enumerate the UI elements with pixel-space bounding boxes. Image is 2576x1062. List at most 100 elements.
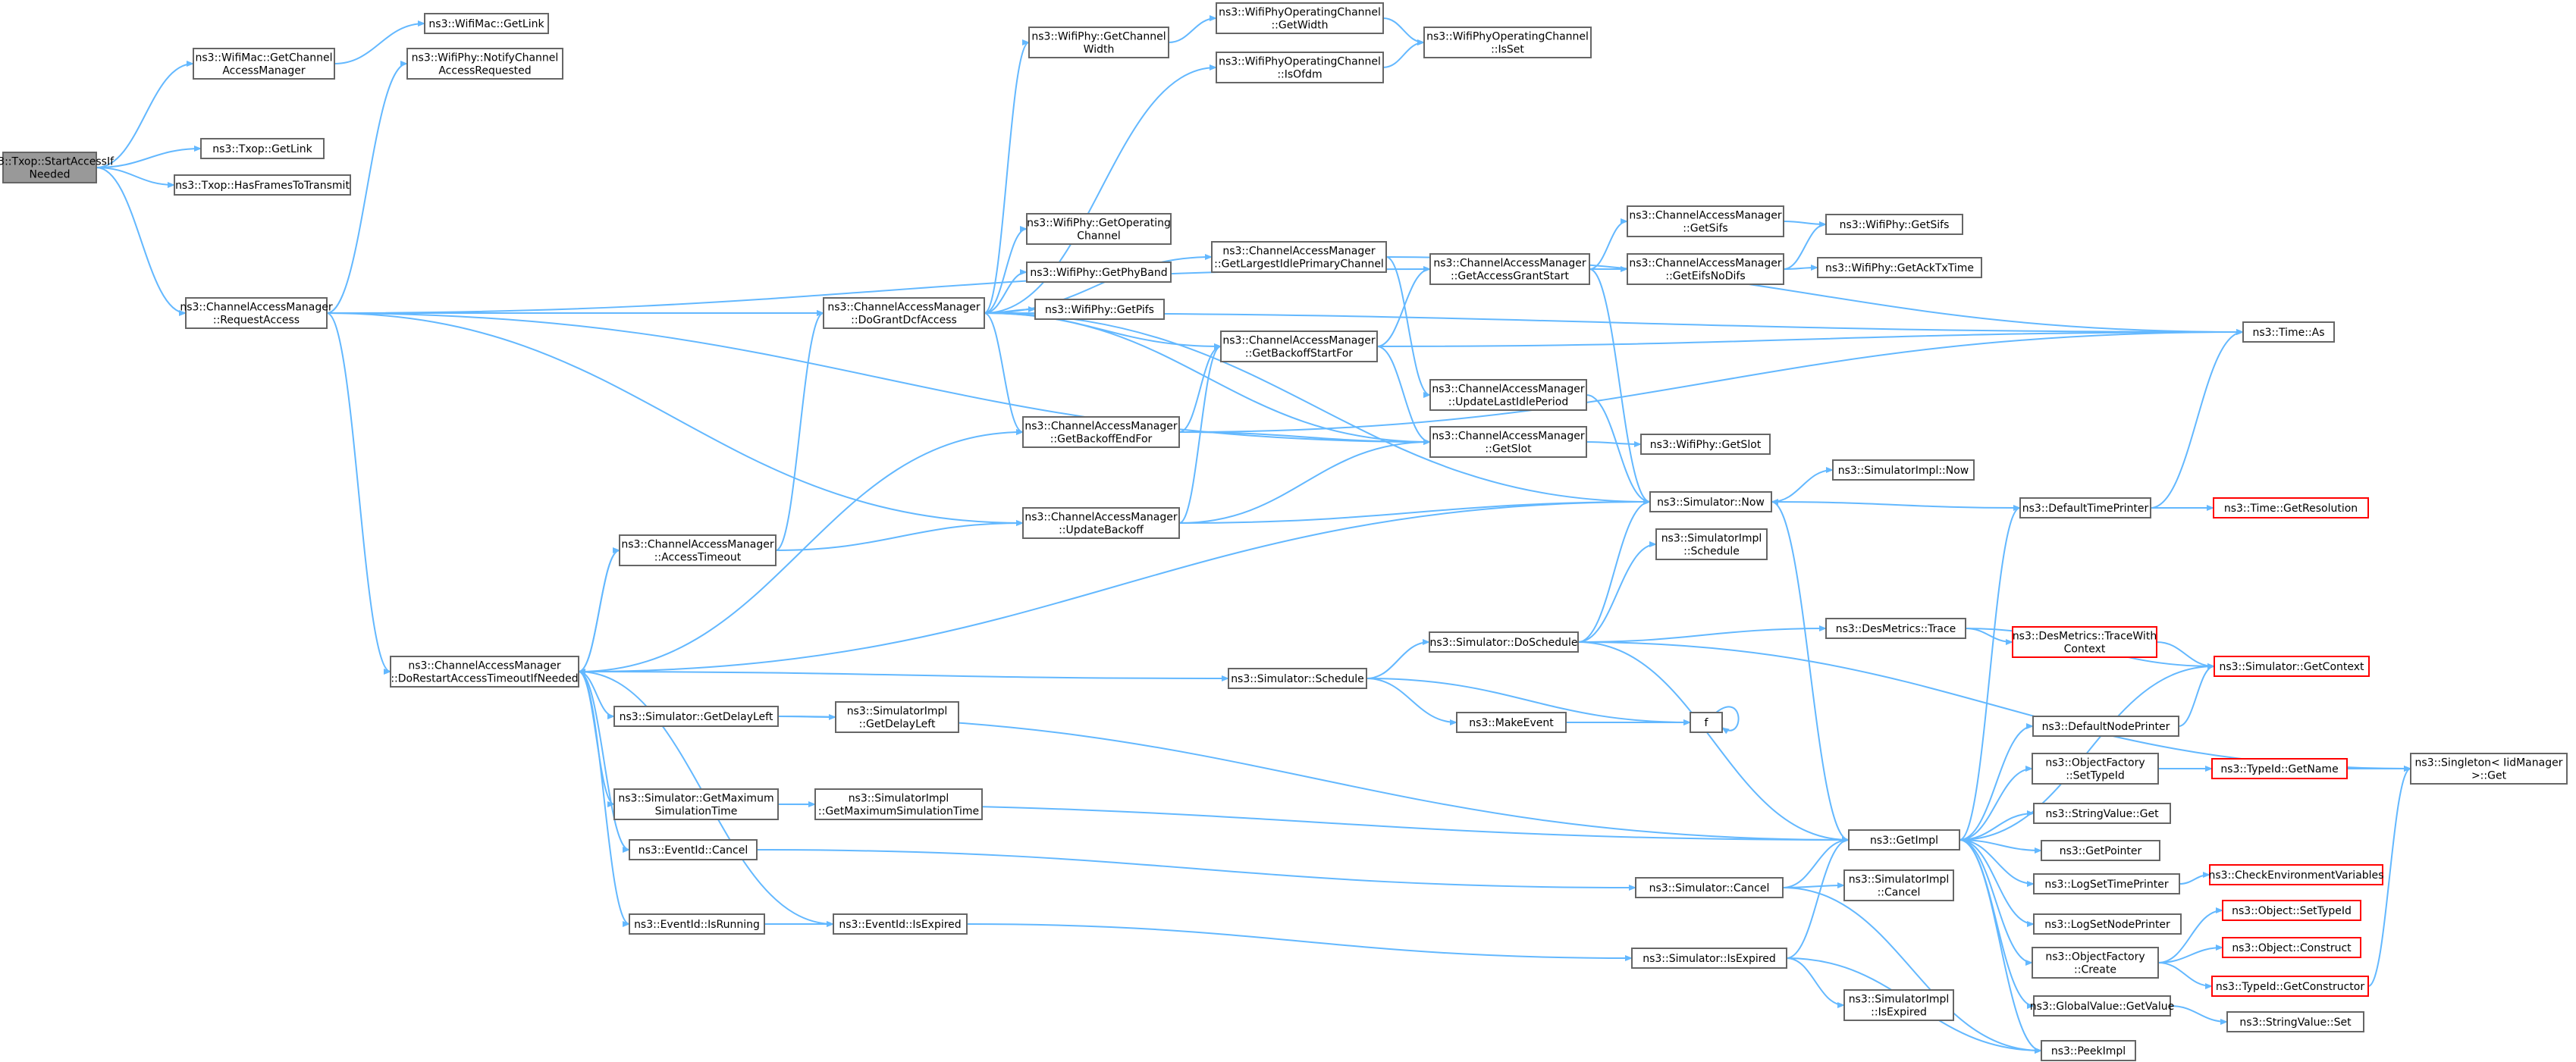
node-getImpl[interactable]: ns3::GetImpl <box>1848 829 1960 851</box>
node-opGetWidth[interactable]: ns3::WifiPhyOperatingChannel::GetWidth <box>1216 2 1384 34</box>
node-box <box>174 174 351 196</box>
node-defNodePrinter[interactable]: ns3::DefaultNodePrinter <box>2032 716 2179 737</box>
node-phyGetSifs[interactable]: ns3::WifiPhy::GetSifs <box>1825 214 1963 235</box>
node-accessTimeout[interactable]: ns3::ChannelAccessManager::AccessTimeout <box>619 534 777 566</box>
node-box <box>1843 989 1954 1021</box>
node-cmGetSifs[interactable]: ns3::ChannelAccessManager::GetSifs <box>1627 205 1784 237</box>
node-txopGetLink[interactable]: ns3::Txop::GetLink <box>200 138 325 159</box>
node-implNow[interactable]: ns3::SimulatorImpl::Now <box>1832 459 1975 481</box>
node-box <box>2214 656 2370 677</box>
node-label: ::RequestAccess <box>213 315 300 327</box>
node-implCancel[interactable]: ns3::SimulatorImpl::Cancel <box>1843 869 1954 901</box>
node-wifiMacGetLink[interactable]: ns3::WifiMac::GetLink <box>424 13 549 34</box>
node-simCancel[interactable]: ns3::Simulator::Cancel <box>1635 877 1784 898</box>
node-implDelayLeft[interactable]: ns3::SimulatorImpl::GetDelayLeft <box>835 701 959 733</box>
edge-requestAccess-doRestart <box>326 312 391 675</box>
node-getPhyBand[interactable]: ns3::WifiPhy::GetPhyBand <box>1026 262 1172 283</box>
node-objConstruct[interactable]: ns3::Object::Construct <box>2222 937 2361 958</box>
node-notifyChAccReq[interactable]: ns3::WifiPhy::NotifyChannelAccessRequest… <box>406 48 563 80</box>
node-strValSet[interactable]: ns3::StringValue::Set <box>2226 1011 2364 1032</box>
node-phyGetSlot[interactable]: ns3::WifiPhy::GetSlot <box>1640 434 1771 455</box>
node-box <box>629 839 758 860</box>
node-defTimePrinter[interactable]: ns3::DefaultTimePrinter <box>2019 497 2151 518</box>
node-label: ns3::GetImpl <box>1870 835 1938 847</box>
node-simIsExpired[interactable]: ns3::Simulator::IsExpired <box>1631 948 1787 969</box>
node-desTrace[interactable]: ns3::DesMetrics::Trace <box>1825 618 1966 639</box>
node-updateBackoff[interactable]: ns3::ChannelAccessManager::UpdateBackoff <box>1022 507 1180 539</box>
node-typeIdGetName[interactable]: ns3::TypeId::GetName <box>2211 758 2348 779</box>
node-label: ::Schedule <box>1683 546 1740 558</box>
node-getPointer[interactable]: ns3::GetPointer <box>2041 840 2160 861</box>
node-implSchedule[interactable]: ns3::SimulatorImpl::Schedule <box>1655 528 1768 560</box>
node-objSetTypeId[interactable]: ns3::Object::SetTypeId <box>2222 900 2361 921</box>
node-evIsExpired[interactable]: ns3::EventId::IsExpired <box>833 913 968 935</box>
node-label: ::GetLargestIdlePrimaryChannel <box>1214 258 1384 271</box>
node-getDelayLeft[interactable]: ns3::Simulator::GetDelayLeft <box>613 706 779 727</box>
node-simGetContext[interactable]: ns3::Simulator::GetContext <box>2214 656 2370 677</box>
node-makeEvent[interactable]: ns3::MakeEvent <box>1456 712 1567 733</box>
node-globalGetValue[interactable]: ns3::GlobalValue::GetValue <box>2030 995 2174 1017</box>
node-ofSetTypeId[interactable]: ns3::ObjectFactory::SetTypeId <box>2032 753 2159 785</box>
node-box <box>2032 947 2159 979</box>
node-implIsExpired[interactable]: ns3::SimulatorImpl::IsExpired <box>1843 989 1954 1021</box>
node-getPifs[interactable]: ns3::WifiPhy::GetPifs <box>1034 299 1165 320</box>
edge-getDelayLeft-getImpl <box>777 716 1850 843</box>
node-label: ns3::ChannelAccessManager <box>1433 258 1586 270</box>
edge-defTimePrinter-simNow <box>1771 499 2021 509</box>
edge-desTraceWith-simGetContext <box>2156 641 2215 669</box>
node-hasFrames[interactable]: ns3::Txop::HasFramesToTransmit <box>174 174 351 196</box>
node-implMaxSim[interactable]: ns3::SimulatorImpl::GetMaximumSimulation… <box>814 788 983 820</box>
node-label: ::GetMaximumSimulationTime <box>818 806 979 818</box>
node-box <box>1211 241 1387 273</box>
edge-simIsExpired-getImpl <box>1786 837 1850 959</box>
node-strValGet[interactable]: ns3::StringValue::Get <box>2033 803 2171 824</box>
edge-getSlot-phyGetSlot <box>1586 440 1642 447</box>
call-edges <box>96 15 2411 1054</box>
node-peekImpl[interactable]: ns3::PeekImpl <box>2041 1040 2136 1061</box>
node-box <box>1228 668 1367 689</box>
node-getAccessGrant[interactable]: ns3::ChannelAccessManager::GetAccessGran… <box>1429 253 1590 285</box>
edge-doRestart-accessTimeout <box>578 547 620 672</box>
node-doGrant[interactable]: ns3::ChannelAccessManager::DoGrantDcfAcc… <box>823 297 985 329</box>
edge-simCancel-peekImpl <box>1782 887 2042 1054</box>
node-requestAccess[interactable]: ns3::ChannelAccessManager::RequestAccess <box>180 297 333 329</box>
node-typeIdGetCtor[interactable]: ns3::TypeId::GetConstructor <box>2211 976 2369 997</box>
node-getMaxSim[interactable]: ns3::Simulator::GetMaximumSimulationTime <box>613 788 779 820</box>
node-getBackoffEnd[interactable]: ns3::ChannelAccessManager::GetBackoffEnd… <box>1022 416 1180 448</box>
node-getSlot[interactable]: ns3::ChannelAccessManager::GetSlot <box>1429 426 1587 458</box>
node-checkEnv[interactable]: ns3::CheckEnvironmentVariables <box>2209 864 2384 885</box>
node-opIsOfdm[interactable]: ns3::WifiPhyOperatingChannel::IsOfdm <box>1216 52 1384 83</box>
node-doRestart[interactable]: ns3::ChannelAccessManager::DoRestartAcce… <box>390 656 579 688</box>
node-f[interactable]: f <box>1690 712 1723 733</box>
node-timeGetRes[interactable]: ns3::Time::GetResolution <box>2213 497 2369 518</box>
node-timeAs[interactable]: ns3::Time::As <box>2242 321 2335 343</box>
edge-simDoSchedule-implSchedule <box>1577 541 1657 643</box>
node-label: ::GetSlot <box>1485 443 1532 456</box>
node-getLargest[interactable]: ns3::ChannelAccessManager::GetLargestIdl… <box>1211 241 1387 273</box>
node-logSetTime[interactable]: ns3::LogSetTimePrinter <box>2033 873 2180 894</box>
node-simNow[interactable]: ns3::Simulator::Now <box>1649 491 1772 512</box>
edge-cmGetEifs-phyGetAck <box>1783 265 1818 271</box>
node-evCancel[interactable]: ns3::EventId::Cancel <box>629 839 758 860</box>
node-phyGetAck[interactable]: ns3::WifiPhy::GetAckTxTime <box>1817 257 1982 278</box>
node-label: ::IsSet <box>1491 44 1524 56</box>
node-opIsSet[interactable]: ns3::WifiPhyOperatingChannel::IsSet <box>1423 27 1592 58</box>
edge-doGrant-getLargest <box>984 254 1213 314</box>
node-simSchedule[interactable]: ns3::Simulator::Schedule <box>1228 668 1367 689</box>
node-logSetNode[interactable]: ns3::LogSetNodePrinter <box>2033 913 2182 935</box>
node-getBackoffStart[interactable]: ns3::ChannelAccessManager::GetBackoffSta… <box>1220 331 1378 362</box>
node-updateLastIdle[interactable]: ns3::ChannelAccessManager::UpdateLastIdl… <box>1429 379 1587 411</box>
node-ofCreate[interactable]: ns3::ObjectFactory::Create <box>2032 947 2159 979</box>
node-cmGetEifs[interactable]: ns3::ChannelAccessManager::GetEifsNoDifs <box>1627 253 1784 285</box>
node-label: Needed <box>29 169 70 181</box>
node-evIsRunning[interactable]: ns3::EventId::IsRunning <box>629 913 765 935</box>
node-simDoSchedule[interactable]: ns3::Simulator::DoSchedule <box>1429 631 1579 653</box>
node-singletonGet[interactable]: ns3::Singleton< IidManager>::Get <box>2410 753 2568 785</box>
node-label: ns3::WifiPhy::GetAckTxTime <box>1825 262 1974 274</box>
edge-doGrant-simNow <box>984 312 1651 505</box>
